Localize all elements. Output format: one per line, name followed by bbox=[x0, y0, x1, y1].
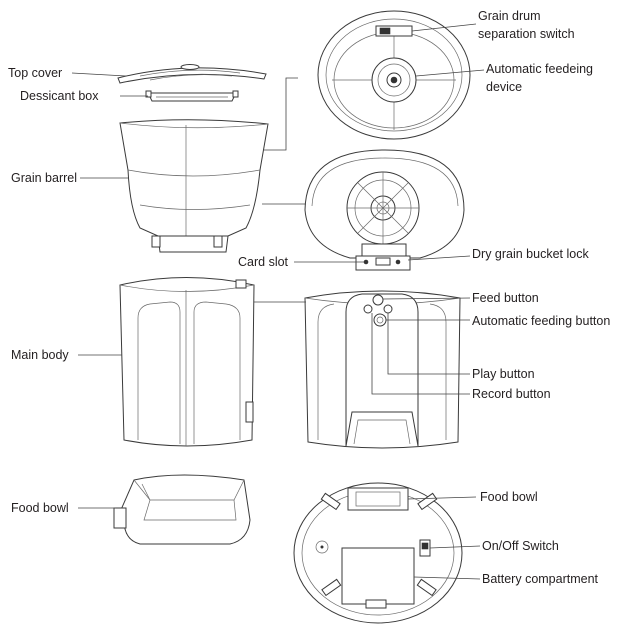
label-auto-feeding-button: Automatic feeding button bbox=[472, 314, 610, 328]
label-main-body: Main body bbox=[11, 348, 69, 362]
label-dry-grain-lock: Dry grain bucket lock bbox=[472, 247, 589, 261]
label-feed-button: Feed button bbox=[472, 291, 539, 305]
base-underside-part bbox=[293, 482, 463, 624]
grain-barrel-top-part bbox=[304, 149, 465, 271]
label-dessicant-box: Dessicant box bbox=[20, 89, 99, 103]
leader-lines bbox=[71, 23, 485, 580]
label-grain-barrel: Grain barrel bbox=[11, 171, 77, 185]
label-play-button: Play button bbox=[472, 367, 535, 381]
food-bowl-left-part bbox=[113, 474, 251, 545]
grain-barrel-part bbox=[119, 119, 269, 253]
label-grain-drum-line2: separation switch bbox=[478, 27, 575, 41]
label-auto-feed-device-line1: Automatic feedeing bbox=[486, 62, 593, 76]
dessicant-box-part bbox=[145, 90, 239, 102]
label-grain-drum-line1: Grain drum bbox=[478, 9, 541, 23]
label-battery-compartment: Battery compartment bbox=[482, 572, 599, 586]
top-cover-part bbox=[117, 64, 267, 84]
label-food-bowl-left: Food bowl bbox=[11, 501, 69, 515]
main-body-rear-part bbox=[304, 290, 461, 449]
label-record-button: Record button bbox=[472, 387, 551, 401]
label-card-slot: Card slot bbox=[238, 255, 289, 269]
main-body-part bbox=[119, 277, 255, 447]
label-top-cover: Top cover bbox=[8, 66, 62, 80]
label-on-off-switch: On/Off Switch bbox=[482, 539, 559, 553]
cover-underside-part bbox=[317, 10, 471, 140]
label-auto-feed-device-line2: device bbox=[486, 80, 522, 94]
label-food-bowl-right: Food bowl bbox=[480, 490, 538, 504]
